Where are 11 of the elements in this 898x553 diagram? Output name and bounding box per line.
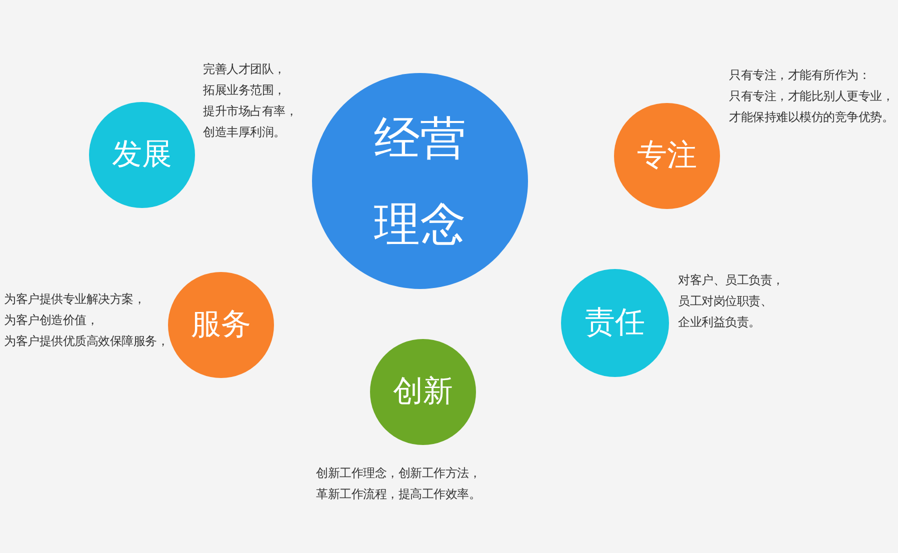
topic-label: 服务 <box>191 308 251 342</box>
caption-text: 为客户提供专业解决方案，为客户创造价值，为客户提供优质高效保障服务， <box>4 291 168 350</box>
caption-text: 对客户、员工负责，员工对岗位职责、企业利益负责。 <box>678 272 784 331</box>
caption-text: 完善人才团队，拓展业务范围，提升市场占有率，创造丰厚利润。 <box>203 61 297 141</box>
topic-label: 专注 <box>637 139 697 173</box>
topic-label: 责任 <box>585 306 645 340</box>
topic-label: 创新 <box>393 375 453 409</box>
topic-label: 发展 <box>112 138 172 172</box>
center-label: 经营理念 <box>373 110 467 253</box>
caption-text: 创新工作理念，创新工作方法，革新工作流程，提高工作效率。 <box>316 465 480 503</box>
caption-text: 只有专注，才能有所作为：只有专注，才能比别人更专业，才能保持难以模仿的竞争优势。 <box>729 67 894 126</box>
